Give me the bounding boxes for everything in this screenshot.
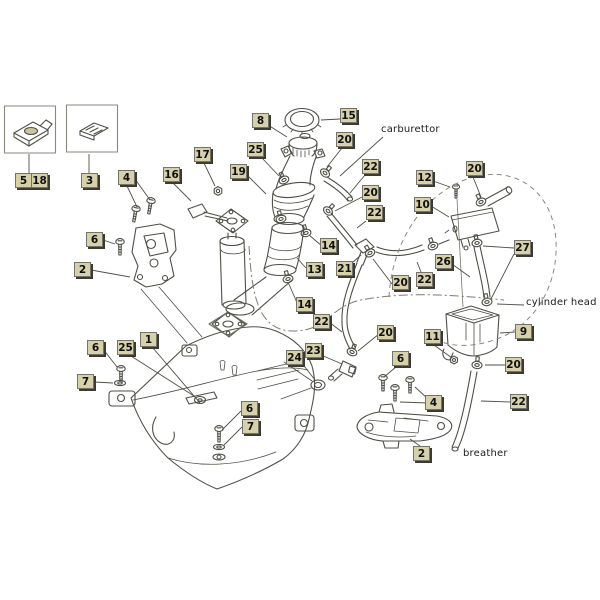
part-label-9[interactable]: 9 bbox=[515, 324, 532, 339]
part-label-4[interactable]: 4 bbox=[425, 395, 442, 410]
clip-reference-boxes bbox=[5, 105, 118, 153]
part-label-2[interactable]: 2 bbox=[413, 446, 430, 461]
float-bowl-assembly bbox=[443, 306, 499, 451]
part-label-20[interactable]: 20 bbox=[505, 357, 522, 372]
part-label-18[interactable]: 18 bbox=[31, 173, 48, 188]
part-label-22[interactable]: 22 bbox=[362, 159, 379, 174]
fuel-tap-assembly bbox=[311, 342, 361, 390]
part-label-4[interactable]: 4 bbox=[118, 170, 135, 185]
annotation-carburettor: carburettor bbox=[381, 124, 440, 135]
part-label-15[interactable]: 15 bbox=[340, 108, 357, 123]
part-label-20[interactable]: 20 bbox=[377, 325, 394, 340]
part-label-6[interactable]: 6 bbox=[87, 340, 104, 355]
part-label-7[interactable]: 7 bbox=[242, 419, 259, 434]
right-bracket-assembly bbox=[357, 374, 452, 448]
part-label-14[interactable]: 14 bbox=[320, 238, 337, 253]
part-label-7[interactable]: 7 bbox=[77, 374, 94, 389]
speed-nut-clip-drawing bbox=[14, 120, 52, 146]
part-label-6[interactable]: 6 bbox=[241, 401, 258, 416]
part-label-22[interactable]: 22 bbox=[366, 205, 383, 220]
part-label-5[interactable]: 5 bbox=[15, 173, 32, 188]
part-label-23[interactable]: 23 bbox=[305, 343, 322, 358]
part-label-21[interactable]: 21 bbox=[336, 261, 353, 276]
annotation-cylinder-head: cylinder head bbox=[526, 297, 597, 308]
cable-clip-drawing bbox=[80, 123, 108, 140]
fuel-hoses bbox=[318, 162, 513, 349]
part-label-20[interactable]: 20 bbox=[336, 132, 353, 147]
part-label-13[interactable]: 13 bbox=[306, 262, 323, 277]
part-label-20[interactable]: 20 bbox=[392, 275, 409, 290]
part-label-14[interactable]: 14 bbox=[296, 297, 313, 312]
carburettor-parts bbox=[445, 183, 499, 307]
part-label-26[interactable]: 26 bbox=[435, 254, 452, 269]
part-label-12[interactable]: 12 bbox=[416, 170, 433, 185]
part-label-8[interactable]: 8 bbox=[252, 113, 269, 128]
part-label-25[interactable]: 25 bbox=[247, 142, 264, 157]
part-label-17[interactable]: 17 bbox=[194, 147, 211, 162]
part-label-6[interactable]: 6 bbox=[86, 232, 103, 247]
part-label-20[interactable]: 20 bbox=[362, 185, 379, 200]
part-label-25[interactable]: 25 bbox=[117, 340, 134, 355]
part-label-16[interactable]: 16 bbox=[163, 167, 180, 182]
part-label-27[interactable]: 27 bbox=[514, 240, 531, 255]
part-label-19[interactable]: 19 bbox=[230, 164, 247, 179]
part-label-22[interactable]: 22 bbox=[313, 314, 330, 329]
part-label-11[interactable]: 11 bbox=[424, 329, 441, 344]
fuel-sender-assembly bbox=[188, 186, 248, 337]
part-label-1[interactable]: 1 bbox=[140, 332, 157, 347]
reference-curves bbox=[249, 174, 556, 345]
part-label-20[interactable]: 20 bbox=[466, 161, 483, 176]
part-label-24[interactable]: 24 bbox=[286, 350, 303, 365]
part-label-2[interactable]: 2 bbox=[74, 262, 91, 277]
left-bracket-assembly bbox=[115, 196, 202, 343]
part-label-10[interactable]: 10 bbox=[414, 197, 431, 212]
part-label-3[interactable]: 3 bbox=[81, 173, 98, 188]
part-label-22[interactable]: 22 bbox=[416, 272, 433, 287]
annotation-breather: breather bbox=[463, 448, 508, 459]
part-label-22[interactable]: 22 bbox=[510, 394, 527, 409]
filler-neck-assembly bbox=[234, 109, 325, 316]
part-label-6[interactable]: 6 bbox=[392, 351, 409, 366]
